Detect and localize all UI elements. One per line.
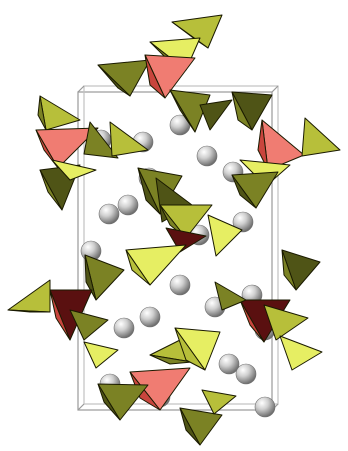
tetrahedron [201, 389, 237, 415]
tetrahedron-face [214, 281, 247, 311]
tetrahedron-face [35, 129, 59, 169]
tetrahedra [7, 14, 341, 446]
tetrahedron-face [144, 54, 166, 99]
sphere-atom [98, 203, 120, 225]
sphere-atom [113, 317, 135, 339]
sphere-atom [232, 211, 254, 233]
tetrahedron-face [97, 64, 131, 97]
tetrahedron-face [83, 341, 119, 369]
tetrahedron-face [281, 249, 297, 291]
tetrahedron-face [149, 354, 193, 365]
tetrahedron-face [69, 309, 109, 341]
tetrahedron [109, 121, 149, 157]
tetrahedron [207, 214, 243, 257]
tetrahedron [35, 127, 99, 169]
tetrahedron-face [39, 95, 81, 131]
tetrahedron [214, 281, 247, 311]
tetrahedron [179, 407, 223, 446]
tetrahedron [279, 335, 323, 371]
tetrahedron-face [301, 117, 341, 157]
tetrahedron-face [109, 121, 149, 157]
tetrahedron-face [97, 383, 121, 421]
sphere-atom [196, 145, 218, 167]
tetrahedron-face [257, 119, 269, 171]
tetrahedron [231, 91, 273, 131]
tetrahedron [7, 279, 51, 313]
tetrahedron-face [51, 159, 97, 181]
tetrahedron [165, 227, 207, 253]
tetrahedron [159, 204, 213, 239]
tetrahedron-face [137, 167, 161, 215]
tetrahedron-face [7, 279, 51, 313]
tetrahedron [231, 171, 279, 209]
tetrahedron-face [125, 249, 151, 286]
sphere-atom [235, 363, 257, 385]
tetrahedron-face [207, 214, 243, 257]
tetrahedron-face [39, 169, 63, 211]
sphere-atom [218, 353, 240, 375]
tetrahedron [51, 159, 97, 181]
sphere-atom [117, 194, 139, 216]
tetrahedron [97, 59, 151, 97]
tetrahedron [97, 383, 149, 421]
tetrahedron [301, 117, 341, 157]
tetrahedron [263, 304, 309, 341]
tetrahedron-face [7, 309, 51, 313]
tetrahedron-face [49, 289, 71, 341]
sphere-atom [254, 396, 276, 418]
tetrahedron [83, 121, 119, 159]
tetrahedron [144, 54, 196, 99]
tetrahedron-face [83, 121, 119, 159]
tetrahedron [199, 99, 233, 131]
tetrahedron-face [231, 174, 257, 209]
tetrahedron [174, 327, 221, 371]
tetrahedron-face [199, 99, 233, 131]
tetrahedron [49, 289, 93, 341]
tetrahedron-face [179, 407, 201, 446]
tetrahedron [69, 309, 109, 341]
sphere-atom [139, 306, 161, 328]
tetrahedron-face [239, 299, 265, 343]
tetrahedron-face [37, 95, 47, 131]
tetrahedron-face [231, 91, 253, 131]
tetrahedron [83, 341, 119, 369]
sphere-atom [169, 274, 191, 296]
tetrahedron [281, 249, 321, 291]
tetrahedron [257, 119, 305, 171]
tetrahedron-face [169, 89, 196, 133]
tetrahedron [37, 95, 81, 131]
tetrahedron [125, 244, 187, 286]
tetrahedron [129, 367, 191, 411]
tetrahedron-face [165, 227, 207, 253]
tetrahedron-face [174, 327, 206, 371]
tetrahedron [169, 89, 211, 133]
tetrahedron-face [263, 304, 309, 341]
tetrahedron-face [279, 335, 323, 371]
tetrahedron-face [201, 389, 237, 415]
